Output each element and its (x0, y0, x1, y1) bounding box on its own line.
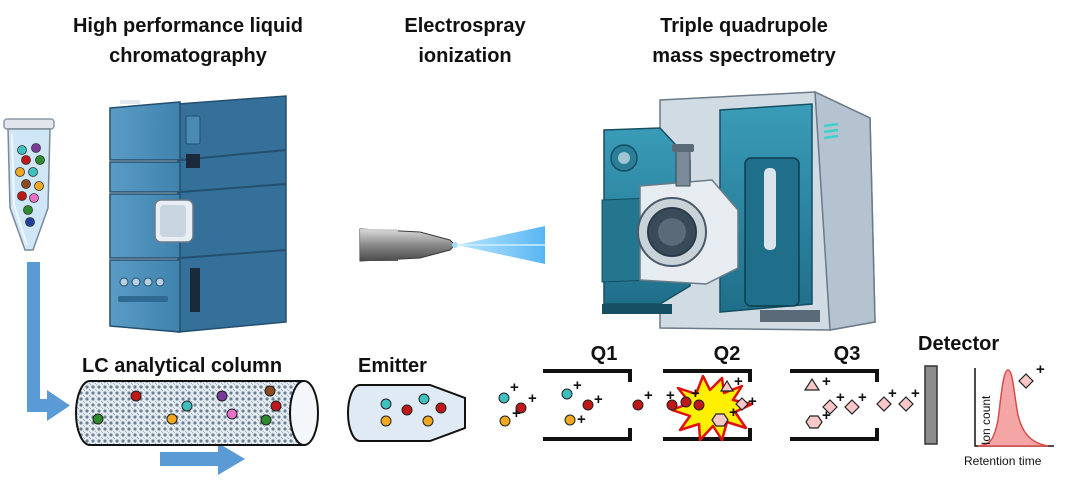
lc-column: LC analytical column (75, 355, 319, 446)
ion-plus: + (691, 385, 700, 402)
ion-plus: + (666, 387, 675, 404)
column-flow-arrow (160, 443, 245, 475)
emitter-label: Emitter (358, 355, 427, 377)
ion-plus: + (577, 411, 586, 428)
quadrupole-q1: Q1 + + + + (543, 343, 653, 441)
fragment-plus: + (911, 385, 920, 402)
esi-title: Electrospray ionization (404, 15, 526, 67)
fragment-plus: + (888, 385, 897, 402)
fragment-plus: + (729, 404, 738, 421)
sample-vial-icon (3, 118, 55, 251)
fragment-plus: + (822, 373, 831, 390)
fragment-plus: + (1036, 361, 1045, 378)
chromatogram: Ion count Retention time + (964, 361, 1054, 468)
sprayed-ions: + + + (498, 379, 537, 427)
msms-title-line-1: Triple quadrupole (660, 15, 828, 37)
fragment-plus: + (858, 389, 867, 406)
q2-label: Q2 (714, 343, 741, 365)
hplc-instrument-icon (109, 95, 287, 333)
ion-count-axis-label: Ion count (979, 395, 993, 445)
ion-plus: + (528, 390, 537, 407)
q3-label: Q3 (834, 343, 861, 365)
chromatogram-peak (977, 369, 1049, 447)
sample-flow-arrow (27, 262, 70, 421)
msms-title-line-2: mass spectrometry (652, 45, 836, 67)
hplc-title: High performance liquid chromatography (73, 15, 303, 67)
fragment-plus: + (748, 393, 757, 410)
esi-title-line-2: ionization (418, 45, 511, 67)
q1-label: Q1 (591, 343, 618, 365)
fragment-plus: + (734, 373, 743, 390)
ion-plus: + (512, 405, 521, 422)
ion-plus: + (510, 379, 519, 396)
fragment-plus: + (822, 407, 831, 424)
emitter: Emitter (347, 355, 466, 442)
retention-time-axis-label: Retention time (964, 454, 1042, 468)
mass-spectrometer-icon (601, 90, 876, 331)
esi-title-line-1: Electrospray (404, 15, 526, 37)
electrospray-needle-icon (359, 226, 545, 264)
hplc-title-line-1: High performance liquid (73, 15, 303, 37)
ion-plus: + (594, 391, 603, 408)
ion-plus: + (644, 387, 653, 404)
quadrupole-q2: Q2 + + + + + (663, 343, 757, 442)
quadrupole-q3: Q3 + + + + + + (790, 343, 920, 441)
fragment-plus: + (836, 389, 845, 406)
msms-title: Triple quadrupole mass spectrometry (652, 15, 836, 67)
detector-label: Detector (918, 333, 999, 355)
lc-column-label: LC analytical column (82, 355, 282, 377)
detector: Detector (918, 333, 999, 445)
hplc-title-line-2: chromatography (109, 45, 268, 67)
ion-plus: + (573, 377, 582, 394)
